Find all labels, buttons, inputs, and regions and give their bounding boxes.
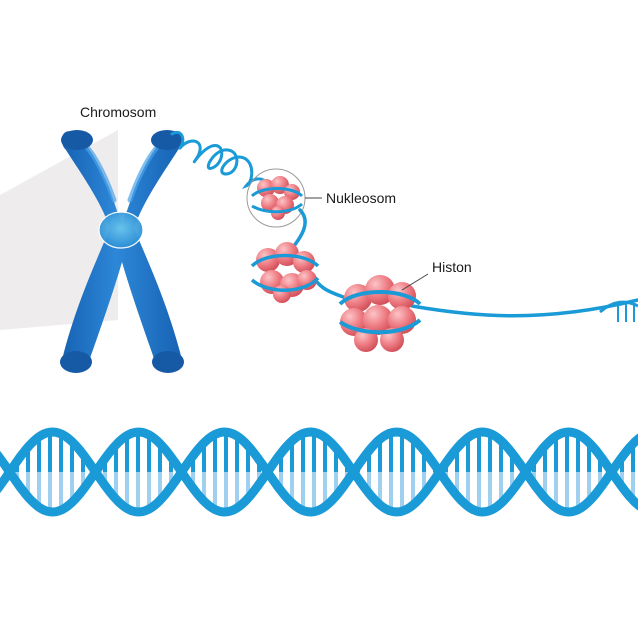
linker-helix-end	[599, 300, 638, 322]
centromere	[98, 211, 144, 249]
nucleosome-small	[250, 176, 304, 220]
dna-backbone-strand-b	[0, 427, 638, 517]
chromosome-label: Chromosom	[80, 104, 157, 120]
dna-backbone-strand-a	[0, 427, 638, 517]
nucleosome-large	[338, 275, 422, 352]
nucleosome-label: Nukleosom	[326, 190, 397, 206]
dna-coil	[170, 131, 270, 189]
dna-double-helix	[0, 427, 638, 517]
histone-pointer	[401, 273, 429, 291]
chromosome	[60, 130, 184, 373]
nucleosome-medium	[250, 242, 320, 303]
histone-label: Histon	[432, 259, 472, 275]
